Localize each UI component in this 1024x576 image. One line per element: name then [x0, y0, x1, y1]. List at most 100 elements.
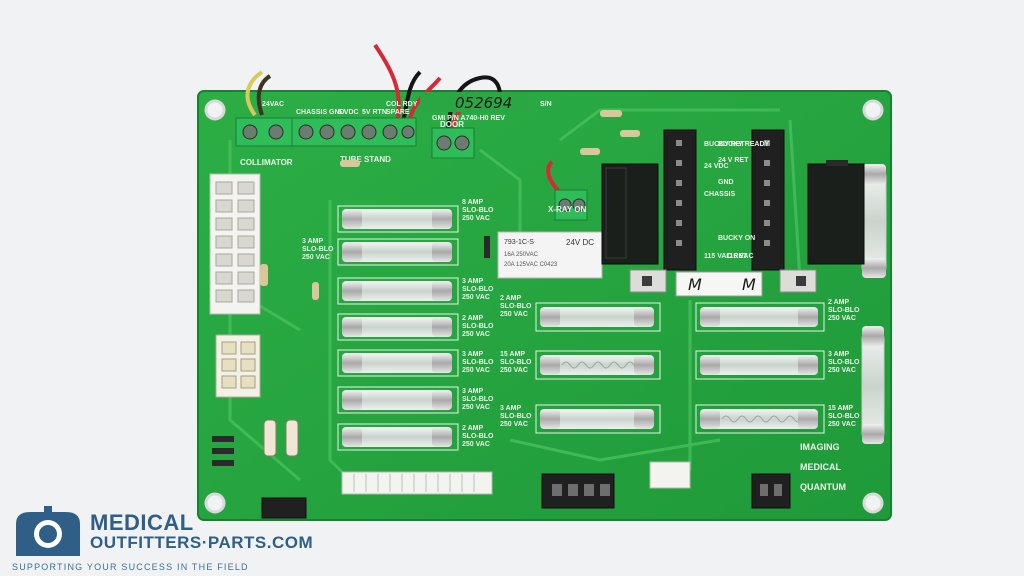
- connector-bucky-left: [663, 129, 697, 271]
- header-labels: CHASSIS GND. 5 VDC 5V RTN COL RDY SPARE …: [262, 101, 418, 116]
- svg-text:SLO-BLO: SLO-BLO: [500, 303, 532, 310]
- svg-text:COL RDY: COL RDY: [386, 101, 418, 108]
- terminal-block-tube-stand: [291, 117, 417, 147]
- fuse-f5: [695, 350, 825, 380]
- svg-text:3 AMP: 3 AMP: [828, 351, 849, 358]
- fuse-f4: [337, 349, 459, 377]
- connector-tb5: [541, 473, 615, 509]
- svg-text:250 VAC: 250 VAC: [462, 215, 490, 222]
- fuse-column-middle: [535, 302, 661, 434]
- svg-text:2 AMP: 2 AMP: [462, 315, 483, 322]
- diodes: [212, 160, 848, 466]
- svg-text:2 AMP: 2 AMP: [462, 425, 483, 432]
- logo-line-1: MEDICAL: [90, 510, 194, 535]
- svg-text:3 AMP: 3 AMP: [462, 388, 483, 395]
- svg-text:5 VDC: 5 VDC: [338, 109, 359, 116]
- svg-text:8 AMP: 8 AMP: [462, 199, 483, 206]
- svg-text:20A 125VAC C0423: 20A 125VAC C0423: [504, 262, 558, 268]
- fuse-f1: [337, 423, 459, 451]
- fuse-f11: [695, 302, 825, 332]
- xray-on-label: X-RAY ON: [548, 205, 586, 214]
- svg-text:24 V RET: 24 V RET: [718, 157, 749, 164]
- fuse-f8: [337, 277, 459, 305]
- copper-traces: [228, 108, 802, 492]
- svg-text:250 VAC: 250 VAC: [462, 367, 490, 374]
- collimator-label: COLLIMATOR: [240, 158, 293, 167]
- svg-text:IMAGING: IMAGING: [800, 442, 840, 452]
- svg-text:SLO-BLO: SLO-BLO: [462, 207, 494, 214]
- svg-text:250 VAC: 250 VAC: [462, 441, 490, 448]
- svg-text:793-1C-S: 793-1C-S: [504, 239, 534, 246]
- svg-text:BUCKY READY: BUCKY READY: [718, 141, 770, 148]
- serial-area: [420, 92, 530, 112]
- resistors: [260, 110, 640, 457]
- connector-small-bottom-left: [261, 497, 307, 519]
- serial-handwritten: 052694: [455, 94, 512, 112]
- fuse-f17: [695, 404, 825, 434]
- svg-text:GND: GND: [718, 179, 734, 186]
- fuse-f12: [535, 302, 661, 332]
- terminal-block-xray-on: [554, 189, 588, 221]
- svg-text:SPARE: SPARE: [386, 109, 410, 116]
- svg-text:SLO-BLO: SLO-BLO: [828, 413, 860, 420]
- door-label: DOOR: [440, 120, 464, 129]
- terminal-block-collimator: [235, 117, 293, 147]
- svg-text:SLO-BLO: SLO-BLO: [302, 246, 334, 253]
- svg-text:250 VAC: 250 VAC: [500, 367, 528, 374]
- svg-text:115 VAC: 115 VAC: [726, 253, 754, 260]
- svg-text:3 AMP: 3 AMP: [462, 278, 483, 285]
- svg-text:250 VAC: 250 VAC: [462, 294, 490, 301]
- relay-ls2: [601, 163, 659, 265]
- bucky-labels: BUCKY RET 24 VDC CHASSIS 115 VAC RET BUC…: [704, 141, 770, 260]
- svg-text:2 AMP: 2 AMP: [500, 295, 521, 302]
- svg-text:2 AMP: 2 AMP: [828, 299, 849, 306]
- svg-text:250 VAC: 250 VAC: [828, 421, 856, 428]
- svg-text:SLO-BLO: SLO-BLO: [828, 359, 860, 366]
- mounting-holes: [204, 99, 884, 514]
- svg-text:250 VAC: 250 VAC: [302, 254, 330, 261]
- connector-j4: [209, 173, 261, 315]
- fuse-f10: [535, 350, 661, 380]
- connector-j3: [649, 461, 691, 489]
- svg-text:SLO-BLO: SLO-BLO: [462, 396, 494, 403]
- svg-text:250 VAC: 250 VAC: [828, 367, 856, 374]
- fuse-f3: [337, 386, 459, 414]
- connector-j1: [341, 471, 493, 495]
- relay-ls1: [807, 163, 865, 265]
- svg-text:SLO-BLO: SLO-BLO: [500, 359, 532, 366]
- terminal-block-door: [431, 127, 475, 159]
- svg-text:5V RTN: 5V RTN: [362, 109, 387, 116]
- marker-letter-left: M: [688, 275, 702, 294]
- svg-text:SLO-BLO: SLO-BLO: [462, 433, 494, 440]
- connector-bucky-right: [751, 129, 785, 271]
- fuse-f2: [337, 238, 459, 266]
- svg-text:250 VAC: 250 VAC: [462, 331, 490, 338]
- svg-text:24VAC: 24VAC: [262, 101, 284, 108]
- svg-text:3 AMP: 3 AMP: [500, 405, 521, 412]
- fuse-column-left: [337, 205, 459, 451]
- svg-text:250 VAC: 250 VAC: [462, 404, 490, 411]
- svg-text:SLO-BLO: SLO-BLO: [828, 307, 860, 314]
- fuse-column-right: [695, 164, 887, 444]
- switch-right-knob: [796, 276, 806, 286]
- svg-text:CHASSIS: CHASSIS: [704, 191, 735, 198]
- relay-ls3: 793-1C-S 24V DC 16A 250VAC 20A 125VAC C0…: [497, 231, 603, 279]
- svg-text:250 VAC: 250 VAC: [500, 311, 528, 318]
- tube-stand-label: TUBE STAND: [340, 155, 391, 164]
- svg-text:BUCKY RET: BUCKY RET: [704, 141, 745, 148]
- part-number: GMI P/N A740-H0 REV: [432, 115, 505, 122]
- svg-text:250 VAC: 250 VAC: [500, 421, 528, 428]
- svg-text:QUANTUM: QUANTUM: [800, 482, 846, 492]
- svg-text:CHASSIS GND.: CHASSIS GND.: [296, 109, 347, 116]
- medical-outfitters-logo-icon: [16, 506, 80, 556]
- svg-text:15 AMP: 15 AMP: [828, 405, 853, 412]
- marker-letter-right: M: [742, 275, 756, 294]
- logo-tagline: SUPPORTING YOUR SUCCESS IN THE FIELD: [12, 562, 249, 572]
- pcb-board: [197, 90, 892, 521]
- logo-line-2: OUTFITTERS·PARTS.COM: [90, 533, 314, 552]
- svg-text:SLO-BLO: SLO-BLO: [462, 286, 494, 293]
- svg-text:SLO-BLO: SLO-BLO: [462, 323, 494, 330]
